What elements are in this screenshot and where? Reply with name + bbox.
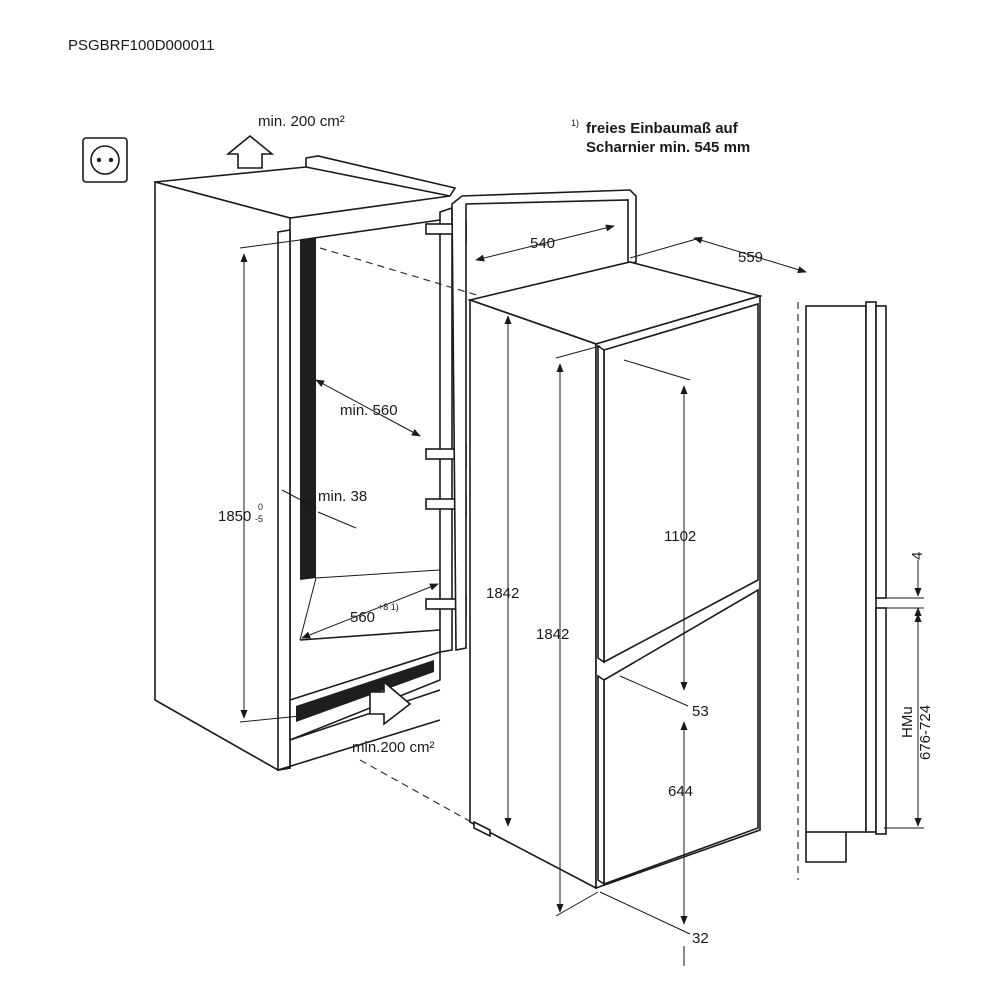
dim-niche-depth: min. 560 — [340, 402, 398, 419]
footnote: 1) freies Einbaumaß auf Scharnier min. 5… — [571, 118, 750, 156]
dim-niche-width-sup: +8 1) — [378, 602, 399, 612]
dim-appliance-depth: 559 — [738, 249, 763, 266]
footnote-line-1: freies Einbaumaß auf — [586, 120, 739, 137]
dim-door-gap: 53 — [692, 703, 709, 720]
footnote-line-2: Scharnier min. 545 mm — [586, 139, 750, 156]
vent-arrow-in-icon — [369, 680, 412, 726]
dim-panel-gap: 4 — [909, 552, 926, 560]
dim-hmu-range: 676-724 — [917, 705, 934, 760]
dim-appliance-height-front: 1842 — [536, 626, 569, 643]
vent-top-label: min. 200 cm² — [258, 113, 345, 130]
side-view — [797, 301, 887, 880]
dimension-lines — [239, 224, 924, 966]
footnote-marker: 1) — [571, 118, 579, 128]
dim-appliance-width: 540 — [530, 235, 555, 252]
vent-bottom-label: min.200 cm² — [352, 739, 435, 756]
dim-upper-door: 1102 — [664, 528, 696, 545]
cabinet-niche — [154, 155, 457, 771]
dim-appliance-height-side: 1842 — [486, 585, 519, 602]
document-code: PSGBRF100D000011 — [68, 37, 214, 54]
vent-arrow-up-icon — [225, 134, 275, 169]
dim-niche-height-tol-lower: -5 — [255, 514, 263, 524]
dim-hmu-label: HMu — [899, 706, 916, 738]
dim-lower-door: 644 — [668, 783, 693, 800]
dimension-labels: 1850 0 -5 min. 560 min. 38 560 +8 1) 540… — [218, 235, 934, 947]
dim-niche-width: 560 — [350, 609, 375, 626]
power-socket-icon — [82, 137, 128, 183]
dim-side-gap: min. 38 — [318, 488, 367, 505]
dim-niche-height: 1850 — [218, 508, 251, 525]
dim-bottom-offset: 32 — [692, 930, 709, 947]
dim-niche-height-tol-upper: 0 — [258, 502, 263, 512]
